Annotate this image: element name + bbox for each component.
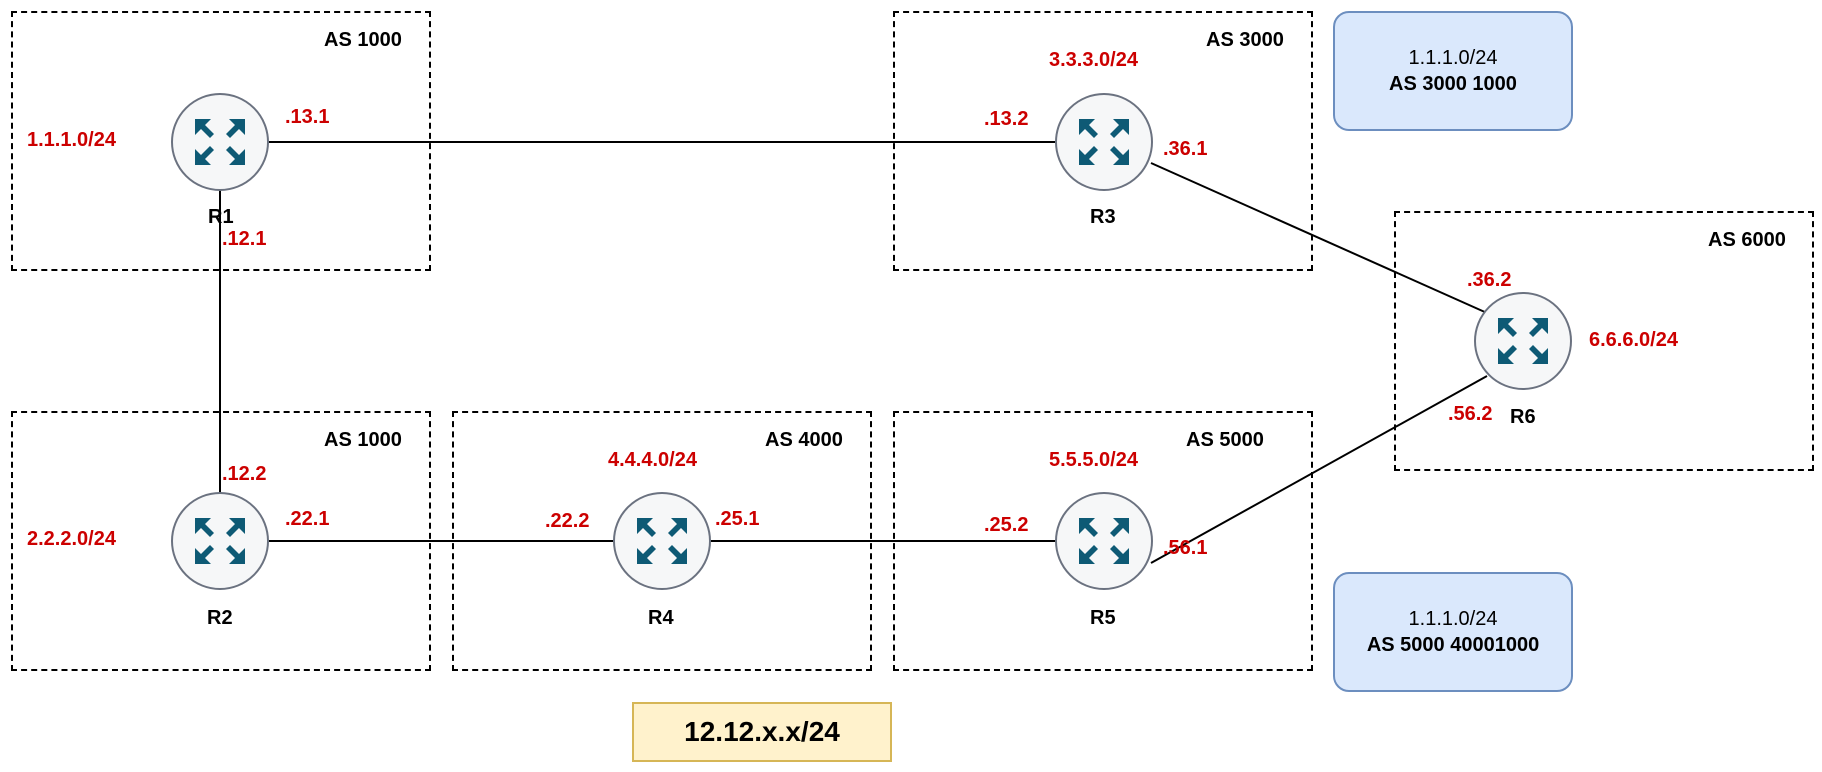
as-label: AS 6000 [1708, 229, 1786, 251]
network-label-r1: 1.1.1.0/24 [27, 129, 116, 151]
as-path-note-1: 1.1.1.0/24 AS 3000 1000 [1333, 11, 1573, 131]
router-icon [637, 518, 687, 564]
router-name-r4: R4 [648, 607, 674, 629]
router-name-r3: R3 [1090, 206, 1116, 228]
link-r5-r6 [1150, 375, 1488, 564]
network-label-r3: 3.3.3.0/24 [1049, 49, 1138, 71]
router-name-r5: R5 [1090, 607, 1116, 629]
as-box-1000-bottom [11, 411, 431, 671]
interface-label-r1-r3: .13.1 [285, 106, 330, 128]
router-icon [1079, 119, 1129, 165]
router-name-r1: R1 [208, 206, 234, 228]
router-name-r2: R2 [207, 607, 233, 629]
interface-label-r4-r5: .25.1 [715, 508, 760, 530]
as-path-note-2: 1.1.1.0/24 AS 5000 40001000 [1333, 572, 1573, 692]
router-icon [1498, 318, 1548, 364]
interface-label-r1-r2: .12.1 [222, 228, 267, 250]
as-box-6000 [1394, 211, 1814, 471]
router-icon [195, 119, 245, 165]
router-r4[interactable] [613, 492, 711, 590]
as-box-4000 [452, 411, 872, 671]
as-label: AS 1000 [324, 429, 402, 451]
note-prefix: 1.1.1.0/24 [1408, 608, 1498, 630]
interface-label-r2-r4: .22.1 [285, 508, 330, 530]
interface-label-r6-r3: .36.2 [1467, 269, 1512, 291]
interface-label-r5-r6: .56.1 [1163, 537, 1208, 559]
note-as-path: AS 3000 1000 [1389, 73, 1517, 95]
link-r3-r6 [1150, 162, 1488, 314]
interface-label-r3-r1: .13.2 [984, 108, 1029, 130]
as-label: AS 5000 [1186, 429, 1264, 451]
note-prefix: 1.1.1.0/24 [1408, 47, 1498, 69]
network-label-r5: 5.5.5.0/24 [1049, 449, 1138, 471]
note-as-path: AS 5000 40001000 [1366, 634, 1540, 656]
network-label-r4: 4.4.4.0/24 [608, 449, 697, 471]
interface-label-r2-r1: .12.2 [222, 463, 267, 485]
interface-label-r6-r5: .56.2 [1448, 403, 1493, 425]
as-box-1000-top [11, 11, 431, 271]
interface-label-r5-r4: .25.2 [984, 514, 1029, 536]
router-r5[interactable] [1055, 492, 1153, 590]
as-box-5000 [893, 411, 1313, 671]
router-r1[interactable] [171, 93, 269, 191]
network-label-r2: 2.2.2.0/24 [27, 528, 116, 550]
subnet-legend: 12.12.x.x/24 [632, 702, 892, 762]
router-r2[interactable] [171, 492, 269, 590]
as-box-3000 [893, 11, 1313, 271]
router-r3[interactable] [1055, 93, 1153, 191]
as-label: AS 3000 [1206, 29, 1284, 51]
router-name-r6: R6 [1510, 406, 1536, 428]
interface-label-r4-r2: .22.2 [545, 510, 590, 532]
router-icon [1079, 518, 1129, 564]
as-label: AS 1000 [324, 29, 402, 51]
as-label: AS 4000 [765, 429, 843, 451]
router-icon [195, 518, 245, 564]
network-label-r6: 6.6.6.0/24 [1589, 329, 1678, 351]
interface-label-r3-r6: .36.1 [1163, 138, 1208, 160]
router-r6[interactable] [1474, 292, 1572, 390]
